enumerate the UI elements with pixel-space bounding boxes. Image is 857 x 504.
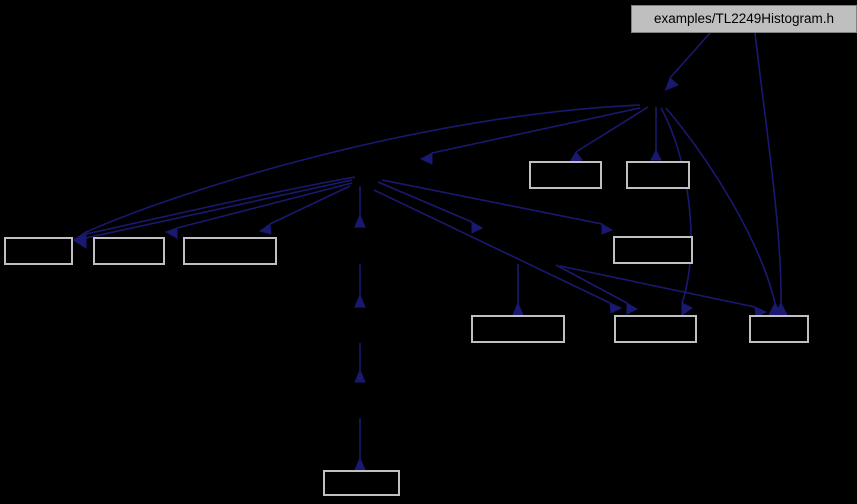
edge-n6-to-n8 (555, 264, 639, 315)
edge-hubA-to-n2 (164, 182, 353, 239)
edge-hubA-to-n1-a (73, 176, 356, 246)
edge-hubB-to-hubA (419, 107, 641, 165)
node-dependency-7[interactable] (471, 315, 565, 343)
edge-hubB-to-n4 (569, 106, 649, 163)
edge-hubA-chain-2 (354, 264, 366, 308)
edge-hubB-to-n5 (650, 107, 662, 161)
node-dependency-1[interactable] (4, 237, 73, 265)
node-dependency-3[interactable] (183, 237, 277, 265)
node-dependency-9[interactable] (749, 315, 809, 343)
node-root-examples-tl2249histogram-h[interactable]: examples/TL2249Histogram.h (631, 5, 857, 33)
edge-hubA-to-n8 (373, 189, 623, 314)
node-root-label: examples/TL2249Histogram.h (653, 11, 835, 27)
edge-hubB-to-n9 (665, 107, 782, 316)
edge-hubA-to-n7 (377, 181, 484, 234)
node-dependency-8[interactable] (614, 315, 697, 343)
edge-root-to-n9 (754, 32, 788, 316)
edge-n6-to-n9 (559, 265, 768, 318)
node-dependency-10[interactable] (323, 470, 400, 496)
edge-hubA-chain-3 (354, 343, 366, 383)
edge-hubB-to-n8 (660, 107, 693, 316)
edge-root-to-hubB (664, 32, 711, 91)
edge-n6-to-n7 (512, 264, 524, 316)
node-dependency-4[interactable] (529, 161, 602, 189)
node-dependency-6[interactable] (613, 236, 693, 264)
node-dependency-2[interactable] (93, 237, 165, 265)
node-dependency-5[interactable] (626, 161, 690, 189)
edge-hubA-chain-1 (354, 186, 366, 228)
edge-hubA-chain-4 (354, 418, 366, 471)
edge-hubA-to-n3 (258, 185, 351, 235)
